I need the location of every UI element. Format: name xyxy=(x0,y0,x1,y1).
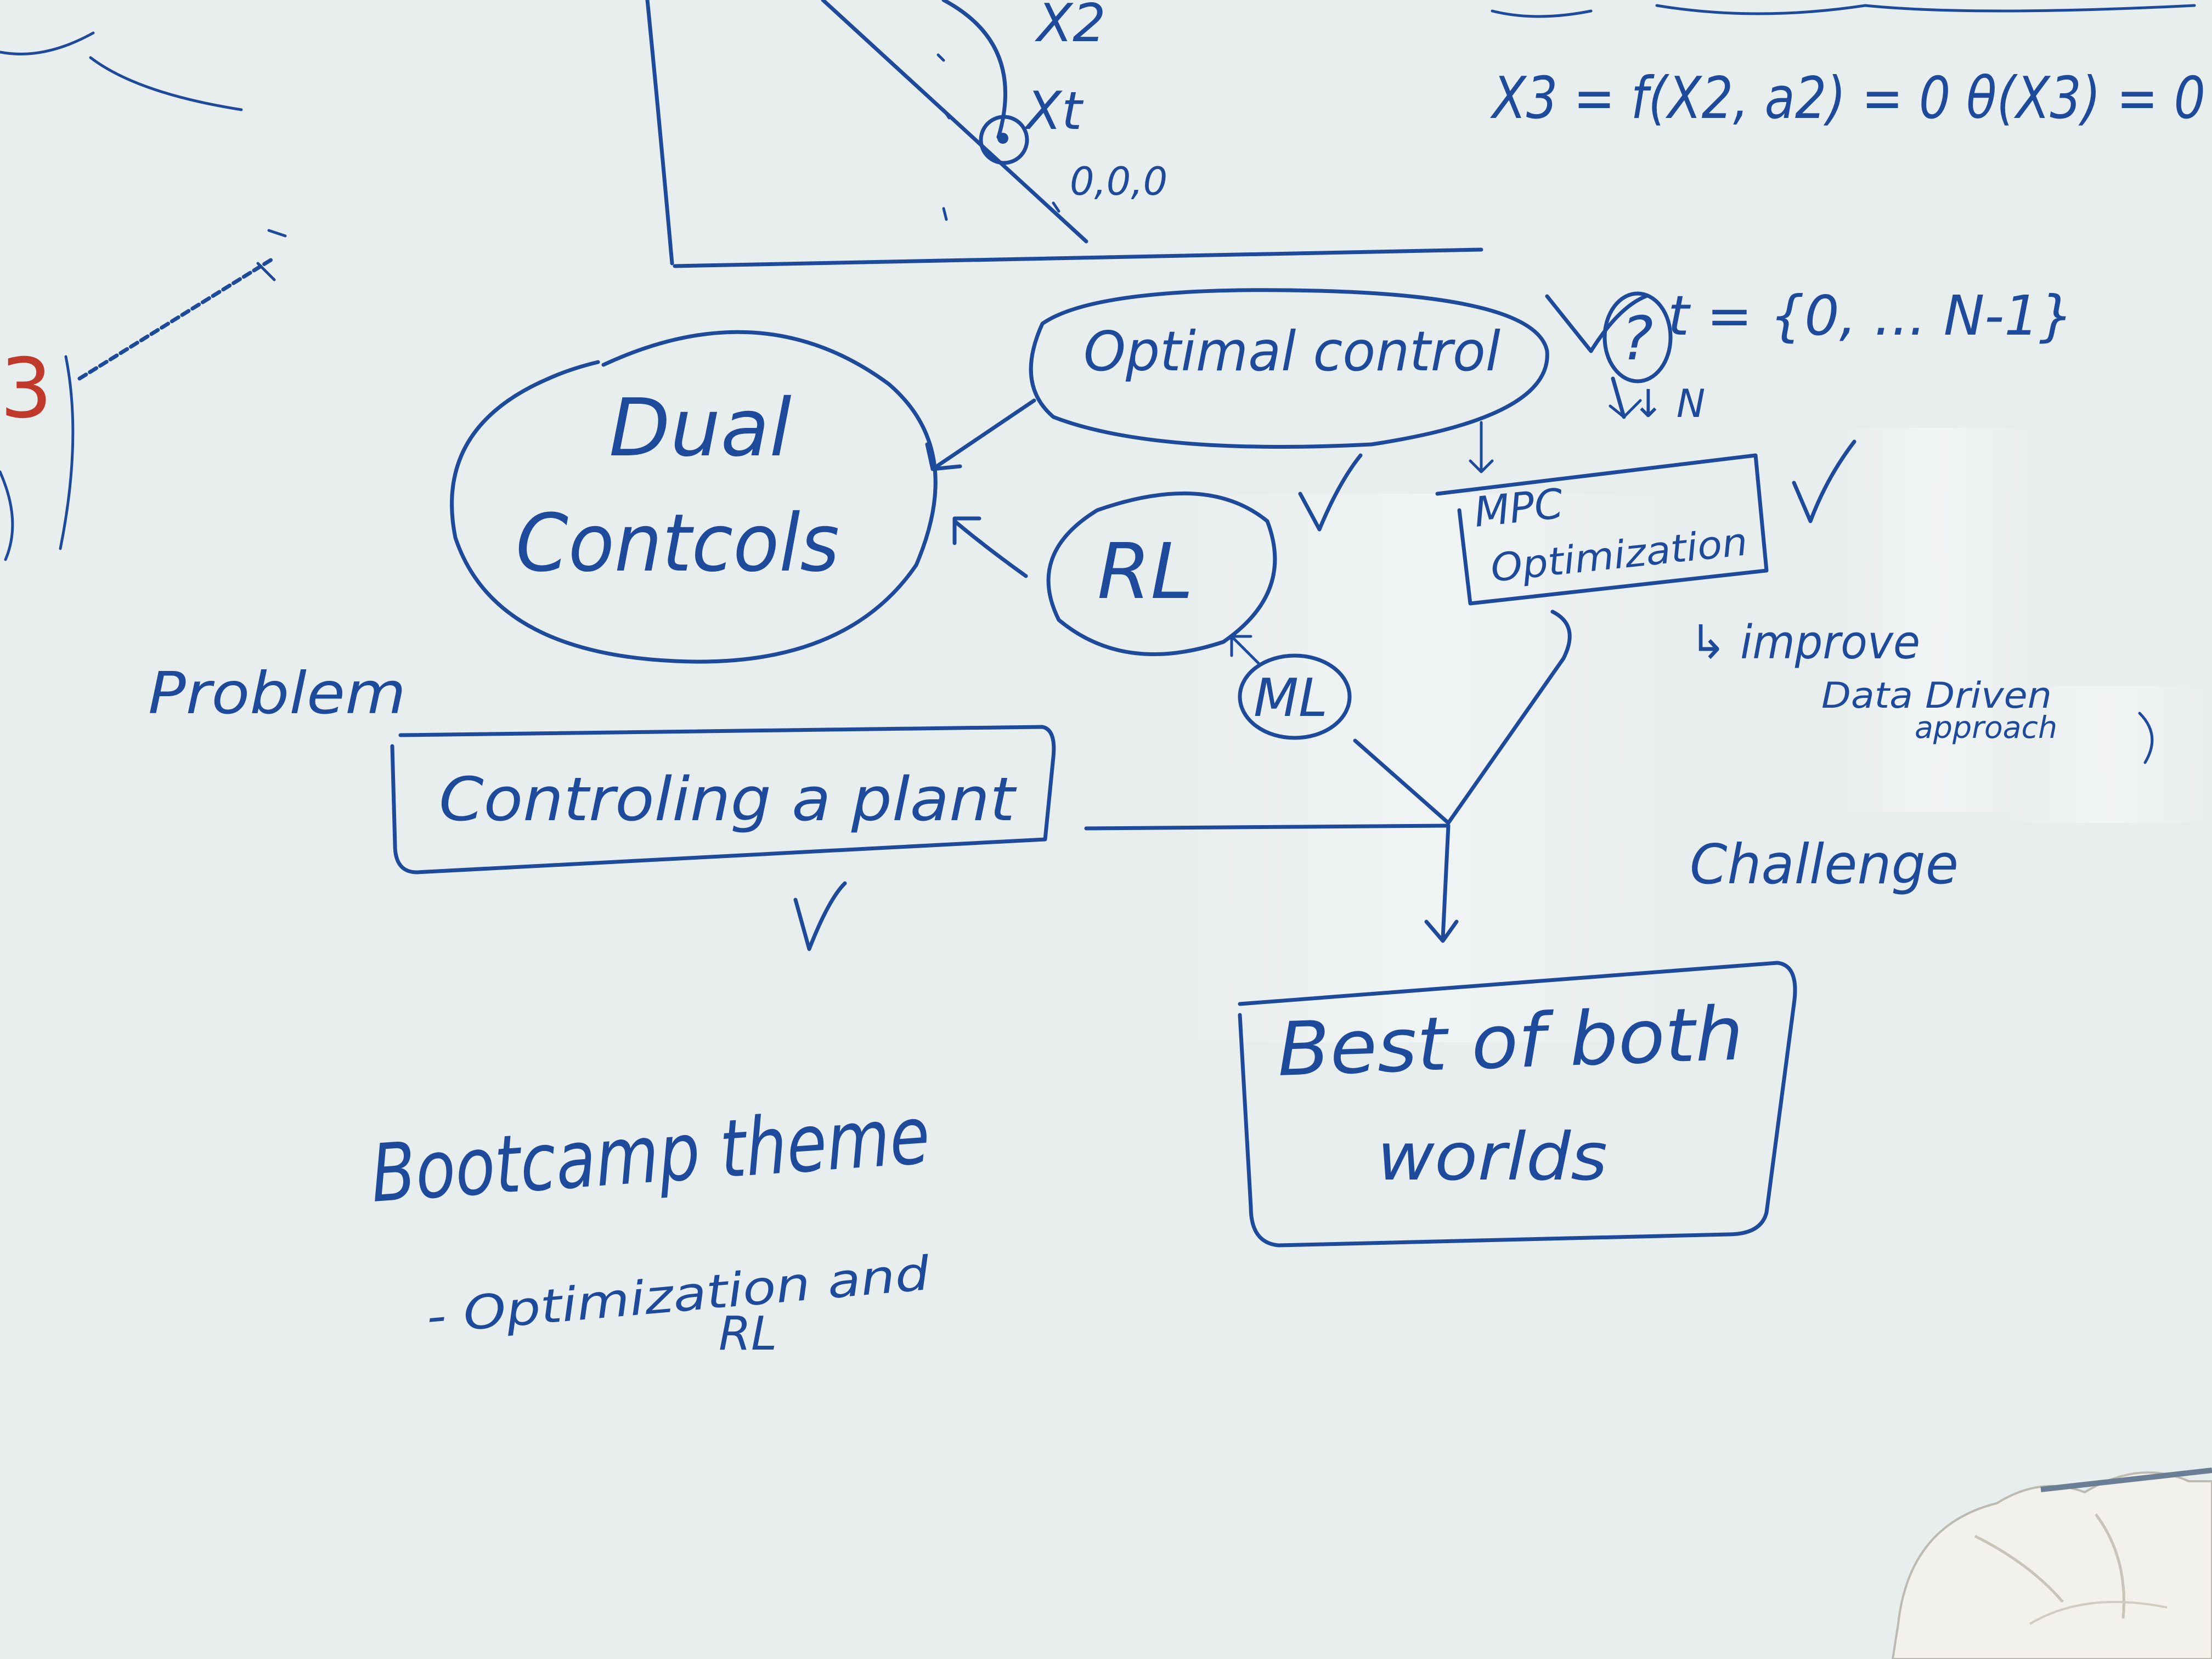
label-origin: 0,0,0 xyxy=(1070,159,1167,204)
under-question: ↓ N xyxy=(1632,381,1705,426)
checkmarks xyxy=(793,439,1857,951)
window-reflection xyxy=(2002,686,2211,823)
time-set: t = {0, ... N-1} xyxy=(1668,284,2074,348)
connectors xyxy=(925,398,1572,943)
best-of-both-line2: worlds xyxy=(1377,1119,1607,1195)
approach-label: approach xyxy=(1915,710,2057,745)
controlling-plant-label: Controling a plant xyxy=(439,764,1017,834)
residual-marks: 3 xyxy=(0,31,287,561)
question-loop: ? ↓ N xyxy=(1545,291,1705,426)
ml-label: ML xyxy=(1254,668,1328,729)
check-mpc xyxy=(1792,439,1857,523)
node-ml: ML xyxy=(1238,653,1352,740)
check-rl xyxy=(1298,453,1363,532)
question-mark: ? xyxy=(1621,303,1653,374)
window-reflection xyxy=(1180,494,1673,1042)
best-of-both-line1: Best of both xyxy=(1276,990,1745,1093)
mpc-line1: MPC xyxy=(1472,479,1566,537)
optimal-control-label: Optimal control xyxy=(1084,319,1500,383)
data-driven-label: Data Driven xyxy=(1821,675,2052,716)
label-x2: X2 xyxy=(1034,0,1106,54)
bootcamp-sub2: RL xyxy=(719,1307,777,1361)
left-edge-mark: 3 xyxy=(0,341,52,437)
dual-controls-line1: Dual xyxy=(609,382,792,475)
node-optimal-control: Optimal control xyxy=(1029,288,1549,449)
point-xt-dot xyxy=(997,133,1008,144)
node-best-of-both: Best of both worlds xyxy=(1238,961,1797,1248)
improve-label: ↳ improve xyxy=(1690,616,1920,670)
rl-label: RL xyxy=(1097,527,1193,617)
node-dual-controls: Dual Contcols xyxy=(450,330,938,664)
check-plant xyxy=(793,881,847,951)
dual-controls-line2: Contcols xyxy=(516,497,839,590)
axis-graph: X2 Xt 0,0,0 xyxy=(645,0,1483,268)
equations: X3 = f(X2, a2) = 0 θ(X3) = 0 t = {0, ...… xyxy=(1490,4,2205,348)
point-xt-circle xyxy=(979,115,1029,165)
problem-label: Problem xyxy=(148,660,406,727)
node-controlling-plant: Controling a plant xyxy=(390,725,1056,874)
challenge-label: Challenge xyxy=(1690,832,1959,896)
equation-x3: X3 = f(X2, a2) = 0 θ(X3) = 0 xyxy=(1490,65,2205,132)
paper-towel xyxy=(1891,1468,2212,1659)
label-xt: Xt xyxy=(1023,81,1084,142)
node-rl: RL xyxy=(1046,491,1277,656)
